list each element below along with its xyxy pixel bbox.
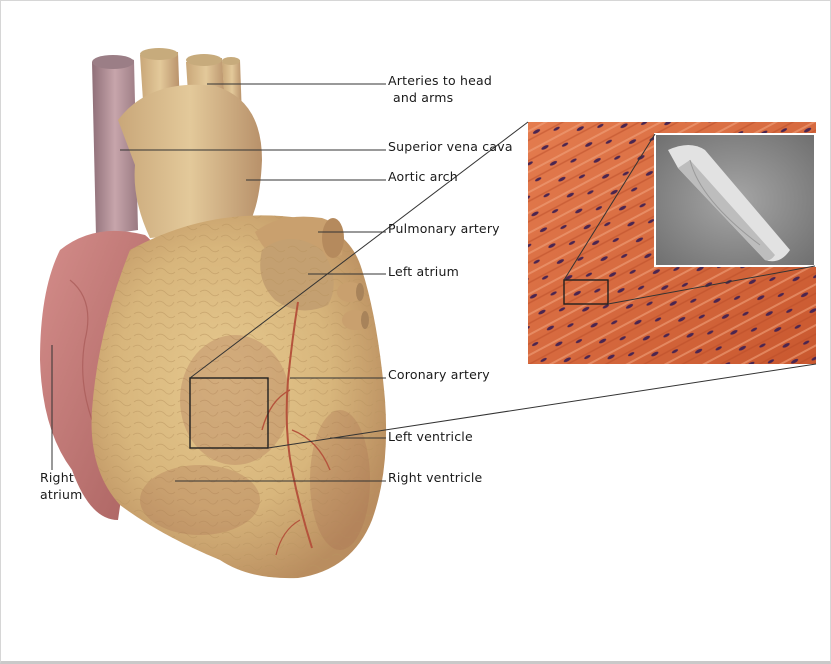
label-pulmonary-artery: Pulmonary artery	[388, 221, 500, 236]
label-left-ventricle: Left ventricle	[388, 429, 473, 444]
label-right-atrium-line2: atrium	[40, 487, 82, 502]
label-arteries-to-head-line2: and arms	[393, 90, 453, 105]
label-left-atrium: Left atrium	[388, 264, 459, 279]
label-superior-vena-cava: Superior vena cava	[388, 139, 513, 154]
aortic-arch-vessel	[118, 85, 262, 238]
label-right-ventricle: Right ventricle	[388, 470, 482, 485]
label-coronary-artery: Coronary artery	[388, 367, 490, 382]
label-arteries-to-head-line1: Arteries to head	[388, 73, 492, 88]
label-right-atrium-line1: Right	[40, 470, 74, 485]
label-aortic-arch: Aortic arch	[388, 169, 458, 184]
